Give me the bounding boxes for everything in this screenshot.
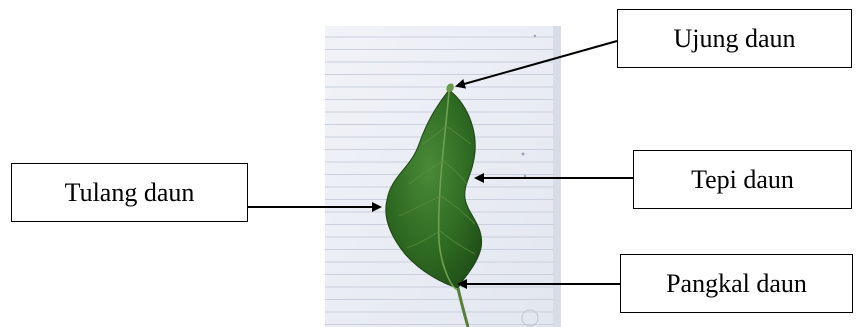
paper-edge (553, 26, 561, 327)
label-leaf-vein-text: Tulang daun (65, 178, 195, 208)
label-leaf-margin-text: Tepi daun (691, 165, 794, 195)
label-leaf-margin: Tepi daun (633, 150, 852, 209)
label-leaf-tip: Ujung daun (617, 9, 852, 68)
label-leaf-base: Pangkal daun (620, 254, 853, 313)
label-leaf-vein: Tulang daun (11, 163, 248, 222)
label-leaf-base-text: Pangkal daun (666, 269, 807, 299)
leaf-photo (325, 26, 561, 327)
label-leaf-tip-text: Ujung daun (673, 24, 795, 54)
